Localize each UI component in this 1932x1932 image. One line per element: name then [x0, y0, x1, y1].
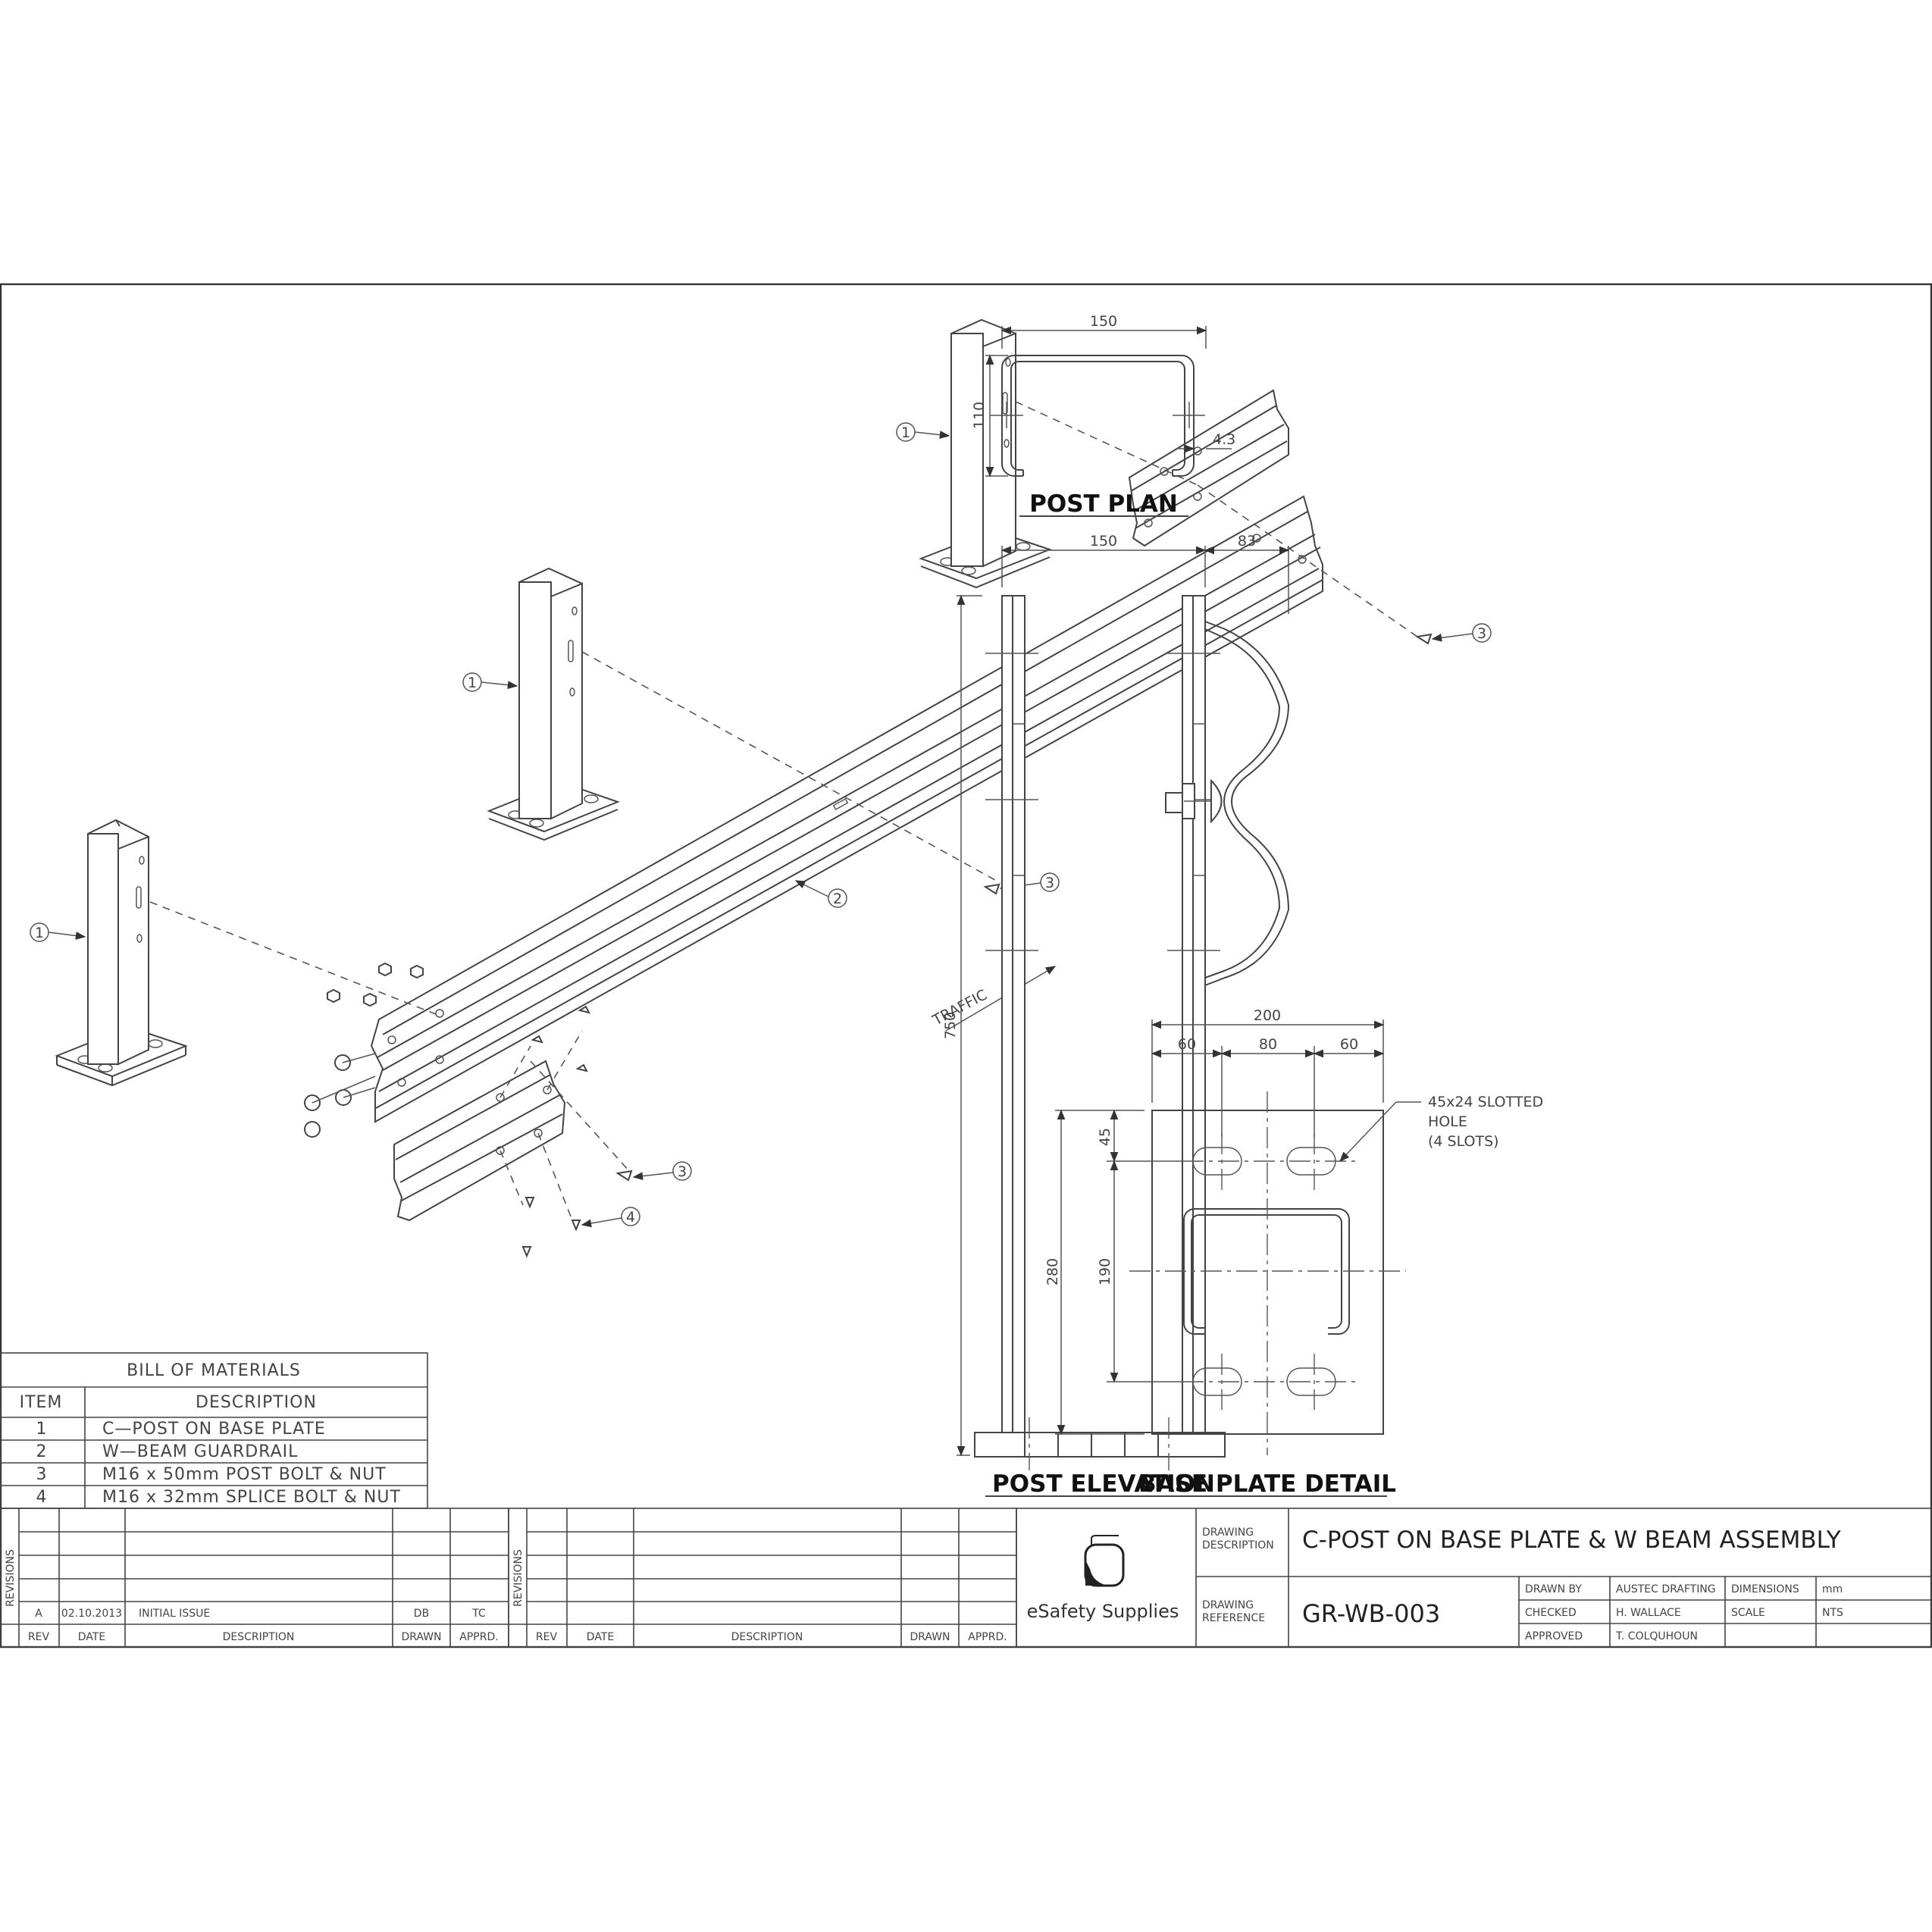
svg-text:AUSTEC DRAFTING: AUSTEC DRAFTING	[1616, 1583, 1716, 1595]
svg-text:1: 1	[901, 424, 910, 441]
svg-text:INITIAL ISSUE: INITIAL ISSUE	[139, 1608, 210, 1620]
svg-text:DATE: DATE	[587, 1631, 614, 1643]
svg-text:A: A	[35, 1608, 42, 1620]
svg-text:H. WALLACE: H. WALLACE	[1616, 1607, 1681, 1619]
svg-text:DRAWN: DRAWN	[910, 1631, 950, 1643]
svg-text:SCALE: SCALE	[1731, 1607, 1765, 1619]
svg-text:REVISIONS: REVISIONS	[512, 1549, 524, 1607]
svg-text:(4 SLOTS): (4 SLOTS)	[1428, 1133, 1499, 1150]
svg-text:DATE: DATE	[78, 1631, 105, 1643]
bom-row-2-description: W—BEAM GUARDRAIL	[102, 1442, 298, 1461]
callout-post-bolt-lower: 3	[632, 1161, 692, 1181]
svg-text:CHECKED: CHECKED	[1525, 1607, 1577, 1619]
svg-text:NTS: NTS	[1822, 1607, 1843, 1619]
svg-text:45x24 SLOTTED: 45x24 SLOTTED	[1428, 1094, 1543, 1110]
bom-row-3-description: M16 x 50mm POST BOLT & NUT	[102, 1465, 387, 1484]
svg-text:DIMENSIONS: DIMENSIONS	[1731, 1583, 1799, 1595]
svg-text:110: 110	[971, 402, 988, 429]
bom-row-3-item: 3	[36, 1465, 48, 1484]
post-elevation-view: 150 83 750 POST ELEVATION	[942, 533, 1290, 1498]
svg-text:POST PLAN: POST PLAN	[1029, 490, 1178, 518]
bom-row-1-description: C—POST ON BASE PLATE	[102, 1420, 326, 1439]
svg-text:83: 83	[1238, 533, 1256, 550]
callout-post-centre: 1	[462, 672, 518, 692]
svg-text:REV: REV	[536, 1631, 558, 1643]
svg-text:60: 60	[1340, 1036, 1358, 1053]
svg-text:REV: REV	[28, 1631, 50, 1643]
svg-text:190: 190	[1097, 1258, 1113, 1285]
post-plan-view: 150 110 4.3 POST PLAN	[971, 313, 1235, 518]
svg-text:280: 280	[1044, 1258, 1061, 1285]
bom-row-4-description: M16 x 32mm SPLICE BOLT & NUT	[102, 1488, 401, 1507]
bom-row-1-item: 1	[36, 1420, 48, 1439]
callout-post-far: 1	[896, 422, 950, 442]
svg-text:750: 750	[942, 1012, 959, 1039]
isometric-assembly-view: 1 1 1 2 3 3 3	[30, 318, 1492, 1258]
w-beam-rail-main	[370, 495, 1323, 1123]
svg-text:150: 150	[1090, 533, 1117, 550]
svg-text:DESCRIPTION: DESCRIPTION	[223, 1631, 295, 1643]
svg-text:2: 2	[833, 891, 842, 907]
company-logo-icon	[1084, 1535, 1125, 1587]
svg-text:TC: TC	[471, 1608, 486, 1620]
svg-text:3: 3	[678, 1163, 687, 1180]
svg-text:APPRD.: APPRD.	[968, 1631, 1007, 1643]
bill-of-materials-table: BILL OF MATERIALS ITEM DESCRIPTION 1 C—P…	[0, 1352, 428, 1509]
svg-text:DESCRIPTION: DESCRIPTION	[196, 1393, 317, 1412]
svg-text:150: 150	[1090, 313, 1117, 330]
revisions-table-right: REVISIONS REV DATE DESCRIPTION DRAWN APP…	[508, 1508, 1017, 1648]
svg-text:DESCRIPTION: DESCRIPTION	[1202, 1539, 1274, 1552]
svg-text:1: 1	[35, 925, 44, 941]
svg-text:ITEM: ITEM	[20, 1393, 63, 1412]
svg-text:BASE PLATE DETAIL: BASE PLATE DETAIL	[1138, 1470, 1396, 1498]
bom-row-2-item: 2	[36, 1442, 48, 1461]
svg-text:200: 200	[1254, 1007, 1281, 1024]
c-post-left	[55, 819, 188, 1087]
revisions-table-left: REVISIONS A 02.10.2013 INITIAL ISSUE DB …	[0, 1508, 509, 1648]
callout-rail: 2	[794, 880, 847, 908]
svg-text:45: 45	[1097, 1128, 1113, 1146]
c-post-far	[919, 318, 1052, 589]
svg-text:HOLE: HOLE	[1428, 1113, 1467, 1130]
svg-text:4.3: 4.3	[1213, 431, 1235, 448]
splice-nut-cluster	[304, 962, 424, 1138]
callout-post-left: 1	[30, 922, 86, 942]
svg-text:60: 60	[1178, 1036, 1196, 1053]
svg-text:02.10.2013: 02.10.2013	[61, 1608, 122, 1620]
svg-text:1: 1	[468, 675, 477, 691]
svg-text:DESCRIPTION: DESCRIPTION	[731, 1631, 803, 1643]
base-plate-detail-view: 200 60 80 60 280 45 190 45x24 SLOTTED HO…	[1044, 1007, 1543, 1498]
svg-text:APPROVED: APPROVED	[1525, 1630, 1583, 1642]
c-post-centre	[487, 567, 620, 841]
svg-text:DRAWING: DRAWING	[1202, 1526, 1254, 1539]
svg-text:REVISIONS: REVISIONS	[5, 1549, 17, 1607]
callout-splice-bolt: 4	[581, 1207, 640, 1228]
svg-text:mm: mm	[1822, 1583, 1843, 1595]
svg-text:DRAWN BY: DRAWN BY	[1525, 1583, 1582, 1595]
title-block: eSafety Supplies DRAWING DESCRIPTION C-P…	[1016, 1508, 1932, 1648]
svg-text:POST ELEVATION: POST ELEVATION	[992, 1470, 1215, 1498]
svg-text:80: 80	[1259, 1036, 1277, 1053]
svg-text:3: 3	[1045, 875, 1054, 891]
bom-row-4-item: 4	[36, 1488, 48, 1507]
svg-text:BILL OF MATERIALS: BILL OF MATERIALS	[127, 1361, 301, 1380]
callout-post-bolt-far: 3	[1431, 623, 1492, 643]
drawing-reference: GR-WB-003	[1302, 1599, 1440, 1628]
company-name: eSafety Supplies	[1027, 1601, 1179, 1622]
svg-text:4: 4	[626, 1209, 635, 1226]
svg-text:T. COLQUHOUN: T. COLQUHOUN	[1615, 1630, 1698, 1642]
svg-text:3: 3	[1477, 625, 1486, 642]
drawing-description: C-POST ON BASE PLATE & W BEAM ASSEMBLY	[1302, 1526, 1841, 1554]
svg-text:DB: DB	[414, 1608, 429, 1620]
svg-text:REFERENCE: REFERENCE	[1202, 1612, 1265, 1624]
svg-text:DRAWN: DRAWN	[401, 1631, 441, 1643]
svg-text:APPRD.: APPRD.	[459, 1631, 498, 1643]
svg-text:DRAWING: DRAWING	[1202, 1599, 1254, 1611]
w-beam-rail-lower	[393, 1060, 566, 1222]
